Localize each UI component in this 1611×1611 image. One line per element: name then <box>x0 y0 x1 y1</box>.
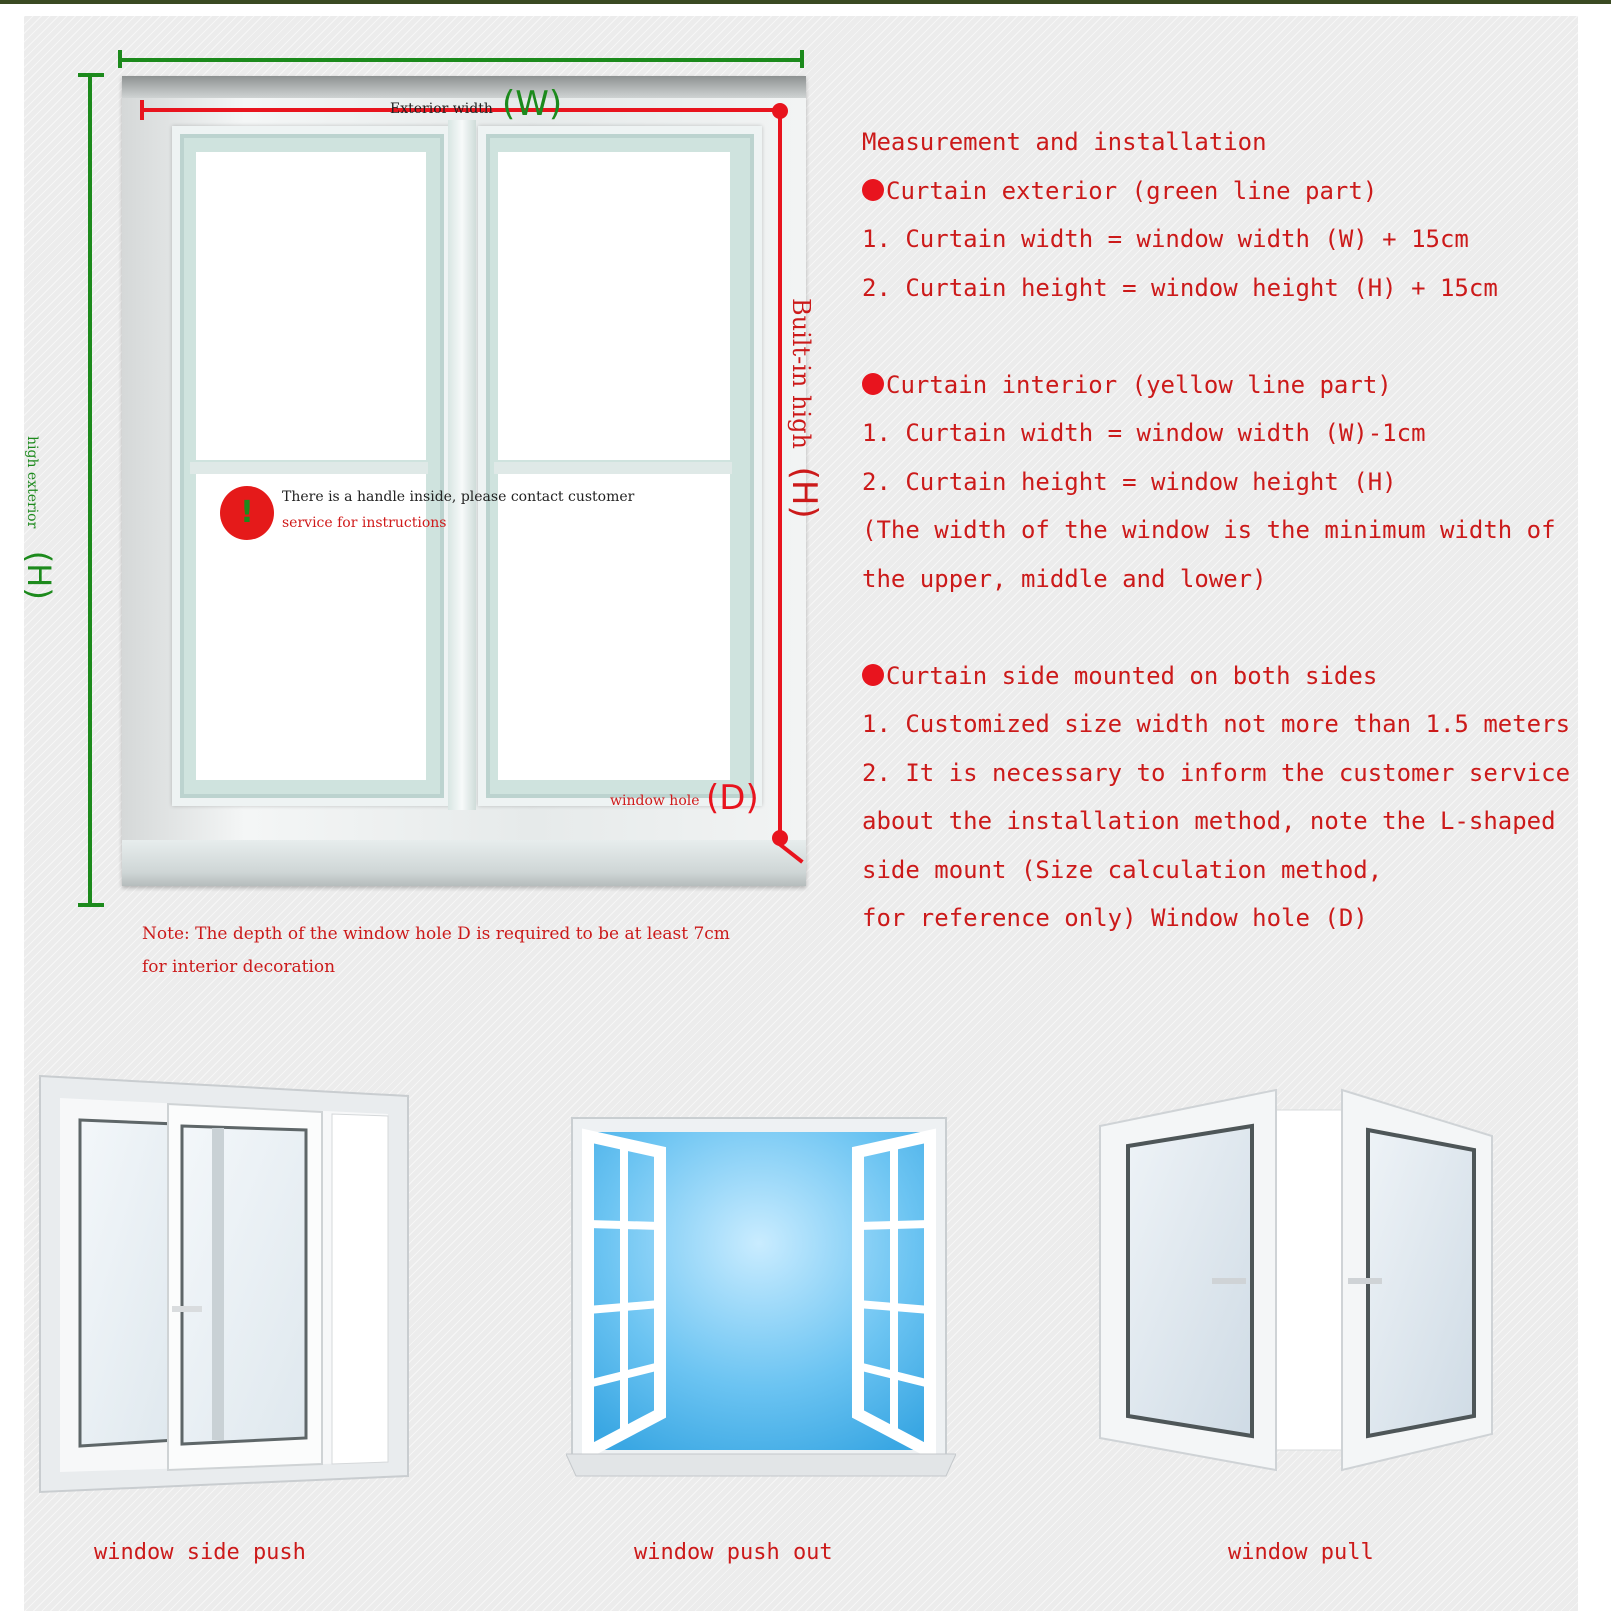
window-sill <box>122 840 806 886</box>
interior-line4: the upper, middle and lower) <box>862 564 1267 593</box>
handle-note-line2: service for instructions <box>282 515 447 531</box>
interior-corner-dot-bottom <box>772 830 788 846</box>
spacer <box>862 603 1582 652</box>
side-heading: Curtain side mounted on both sides <box>862 652 1582 701</box>
exterior-height-line <box>88 74 92 906</box>
exterior-heading-text: Curtain exterior (green line part) <box>886 176 1378 205</box>
interior-width-line <box>140 108 780 112</box>
w-symbol-label: (W) <box>502 84 563 124</box>
interior-line3: (The width of the window is the minimum … <box>862 516 1556 544</box>
interior-line2: 2. Curtain height = window height (H) <box>862 467 1397 496</box>
right-upper-glass <box>498 152 730 460</box>
side-line5: for reference only) Window hole (D) <box>862 904 1368 932</box>
built-in-high-label: Built-in high (H) <box>784 298 824 519</box>
push-out-window-illustration <box>566 1117 956 1477</box>
spacer <box>862 312 1582 361</box>
center-mullion <box>448 120 476 810</box>
depth-note: Note: The depth of the window hole D is … <box>142 918 842 984</box>
side-line2: 2. It is necessary to inform the custome… <box>862 758 1571 787</box>
exterior-width-label: Exterior width <box>390 101 493 117</box>
exterior-line1: 1. Curtain width = window width (W) + 15… <box>862 225 1469 253</box>
left-transom <box>190 462 428 474</box>
top-border <box>0 0 1611 4</box>
instructions-panel: Measurement and installation Curtain ext… <box>862 118 1582 943</box>
built-in-h-symbol: (H) <box>784 466 824 519</box>
right-lower-glass <box>498 474 730 780</box>
window-hole-label: window hole <box>610 793 700 809</box>
exterior-heading: Curtain exterior (green line part) <box>862 167 1582 216</box>
depth-note-line1: Note: The depth of the window hole D is … <box>142 924 730 944</box>
side-line4: side mount (Size calculation method, <box>862 855 1383 884</box>
bullet-icon <box>862 178 884 201</box>
d-symbol-label: (D) <box>706 778 759 818</box>
high-exterior-text: high exterior <box>24 436 40 529</box>
caption-push-out: window push out <box>634 1540 833 1565</box>
exterior-width-line <box>118 58 804 62</box>
exterior-line2: 2. Curtain height = window height (H) + … <box>862 273 1498 302</box>
pull-window-illustration <box>1099 1088 1493 1472</box>
caption-side-push: window side push <box>94 1540 306 1565</box>
interior-heading-text: Curtain interior (yellow line part) <box>886 370 1392 399</box>
caption-pull: window pull <box>1228 1540 1374 1565</box>
exterior-width-tick-left <box>118 50 122 68</box>
exterior-width-tick-right <box>800 50 804 68</box>
interior-heading: Curtain interior (yellow line part) <box>862 361 1582 410</box>
depth-note-line2: for interior decoration <box>142 957 336 977</box>
handle-note-line1: There is a handle inside, please contact… <box>282 489 635 505</box>
side-push-window-illustration <box>39 1074 409 1494</box>
exterior-height-tick-top <box>78 73 104 77</box>
bullet-icon <box>862 663 884 686</box>
handle-note: There is a handle inside, please contact… <box>282 484 634 536</box>
exterior-height-tick-bottom <box>78 903 104 907</box>
side-heading-text: Curtain side mounted on both sides <box>886 661 1378 690</box>
interior-corner-dot-top <box>772 103 788 119</box>
instructions-title: Measurement and installation <box>862 128 1267 156</box>
warning-icon: ! <box>220 486 274 540</box>
built-in-height-line <box>778 112 782 838</box>
bullet-icon <box>862 372 884 395</box>
interior-line1: 1. Curtain width = window width (W)-1cm <box>862 419 1426 447</box>
high-exterior-h-symbol: (H) <box>20 550 58 600</box>
built-in-high-text: Built-in high <box>787 298 815 449</box>
right-transom <box>494 462 732 474</box>
interior-width-tick-left <box>140 100 144 120</box>
side-line3: about the installation method, note the … <box>862 807 1556 835</box>
high-exterior-label: high exterior (H) <box>20 436 58 600</box>
side-line1: 1. Customized size width not more than 1… <box>862 710 1571 738</box>
left-upper-glass <box>196 152 426 460</box>
window-frame-top <box>122 76 806 98</box>
